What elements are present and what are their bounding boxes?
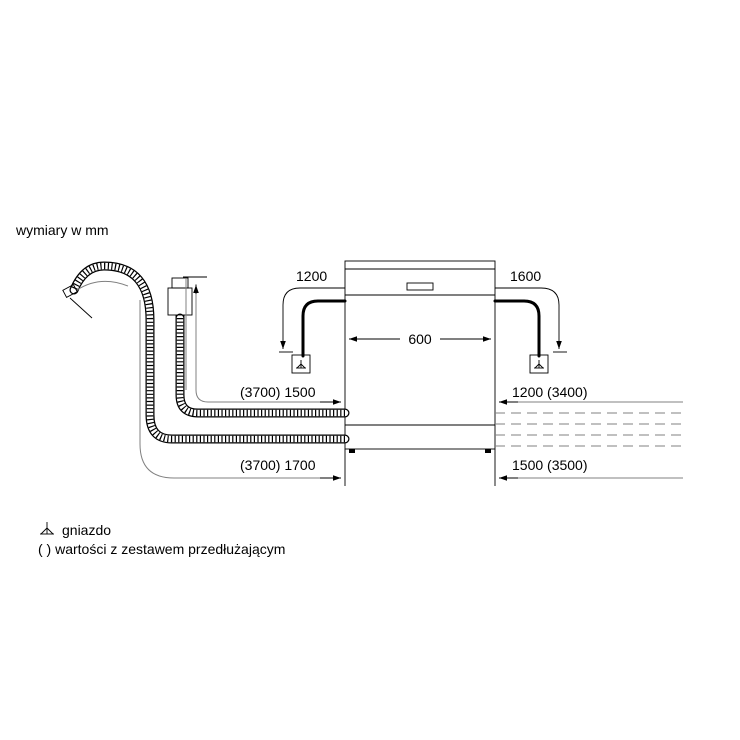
drain-reach-line	[139, 300, 333, 479]
inlet-valve	[167, 287, 193, 316]
left-lower-dimension: (3700) 1700	[240, 457, 341, 481]
width-dimension: 600	[349, 331, 491, 347]
drain-end-curve	[76, 280, 129, 291]
left-lower-label: (3700) 1700	[240, 457, 316, 473]
dishwasher	[344, 260, 496, 453]
legend: gniazdo ( ) wartości z zestawem przedłuż…	[38, 522, 285, 557]
right-upper-dimension: 1200 (3400)	[499, 384, 588, 405]
right-upper-label: 1200 (3400)	[512, 384, 588, 400]
units-note: wymiary w mm	[15, 222, 109, 238]
legend-socket-icon	[40, 522, 54, 535]
left-cord-dimension: 1200	[279, 268, 345, 353]
right-lower-label: 1500 (3500)	[512, 457, 588, 473]
width-label: 600	[408, 331, 432, 347]
drain-hose	[62, 261, 350, 444]
handle	[406, 282, 434, 291]
right-cord-dimension: 1600	[495, 268, 567, 353]
left-cord-label: 1200	[296, 268, 327, 284]
inlet-hose	[167, 277, 350, 418]
left-power-cord	[301, 299, 347, 358]
left-socket-icon	[291, 354, 311, 374]
right-power-cord	[493, 299, 541, 358]
right-cord-label: 1600	[510, 268, 541, 284]
left-upper-dimension: (3700) 1500	[193, 284, 341, 405]
right-hose-lines	[495, 401, 683, 479]
left-upper-label: (3700) 1500	[240, 384, 316, 400]
right-lower-dimension: 1500 (3500)	[499, 457, 588, 481]
legend-socket-label: gniazdo	[62, 522, 111, 538]
right-socket-icon	[529, 354, 549, 374]
legend-brackets-label: ( ) wartości z zestawem przedłużającym	[38, 541, 285, 557]
